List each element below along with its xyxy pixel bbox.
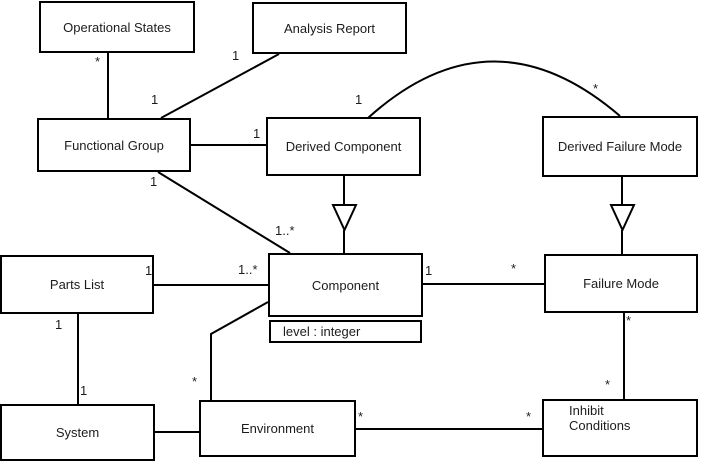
multiplicity-label: * bbox=[95, 54, 101, 69]
multiplicity-label: 1 bbox=[55, 317, 63, 332]
association-derived-component-derived-failure-mode-arc bbox=[367, 60, 621, 119]
class-derived-failure-mode: Derived Failure Mode bbox=[542, 116, 698, 177]
multiplicity-label: 1 bbox=[425, 263, 433, 278]
class-name: Inhibit Conditions bbox=[569, 403, 631, 433]
class-name: Analysis Report bbox=[283, 20, 376, 36]
class-parts-list: Parts List bbox=[0, 255, 154, 314]
class-component: Component bbox=[268, 253, 423, 317]
class-derived-component: Derived Component bbox=[266, 117, 421, 176]
multiplicity-label: * bbox=[511, 261, 517, 276]
class-name: Environment bbox=[241, 421, 314, 436]
class-name: Operational States bbox=[63, 19, 171, 35]
multiplicity-label: * bbox=[358, 409, 364, 424]
class-name: Failure Mode bbox=[583, 276, 659, 291]
multiplicity-label: 1 bbox=[151, 92, 159, 107]
multiplicity-label: * bbox=[605, 377, 611, 392]
class-environment: Environment bbox=[199, 400, 356, 457]
class-name: Derived Failure Mode bbox=[557, 139, 683, 154]
multiplicity-label: * bbox=[593, 81, 599, 96]
class-name: Functional Group bbox=[64, 137, 164, 153]
class-operational-states: Operational States bbox=[39, 1, 195, 53]
class-name: Component bbox=[311, 277, 380, 293]
class-functional-group: Functional Group bbox=[37, 118, 191, 172]
class-name: System bbox=[55, 425, 100, 440]
class-inhibit-conditions: Inhibit Conditions bbox=[542, 399, 698, 457]
multiplicity-label: * bbox=[626, 313, 632, 328]
multiplicity-label: * bbox=[526, 409, 532, 424]
generalization-triangle-icon bbox=[331, 204, 358, 233]
multiplicity-label: 1 bbox=[355, 92, 363, 107]
multiplicity-label: 1 bbox=[150, 174, 158, 189]
multiplicity-label: 1 bbox=[145, 263, 153, 278]
class-failure-mode: Failure Mode bbox=[544, 254, 698, 313]
association-environment-component bbox=[210, 301, 269, 400]
multiplicity-label: 1 bbox=[232, 48, 240, 63]
multiplicity-label: 1 bbox=[80, 383, 88, 398]
multiplicity-label: 1..* bbox=[275, 223, 295, 238]
generalization-triangle-icon bbox=[609, 204, 636, 233]
attribute-label: level : integer bbox=[283, 324, 361, 339]
class-analysis-report: Analysis Report bbox=[252, 2, 407, 54]
association-functional-group-component bbox=[157, 171, 291, 254]
multiplicity-label: 1..* bbox=[238, 262, 258, 277]
class-component-attributes: level : integer bbox=[269, 320, 422, 343]
association-analysis-report-functional-group bbox=[160, 53, 280, 119]
multiplicity-label: 1 bbox=[253, 126, 261, 141]
class-name: Derived Component bbox=[285, 139, 402, 154]
multiplicity-label: * bbox=[192, 374, 198, 389]
class-system: System bbox=[0, 404, 155, 461]
class-name: Parts List bbox=[49, 277, 105, 292]
